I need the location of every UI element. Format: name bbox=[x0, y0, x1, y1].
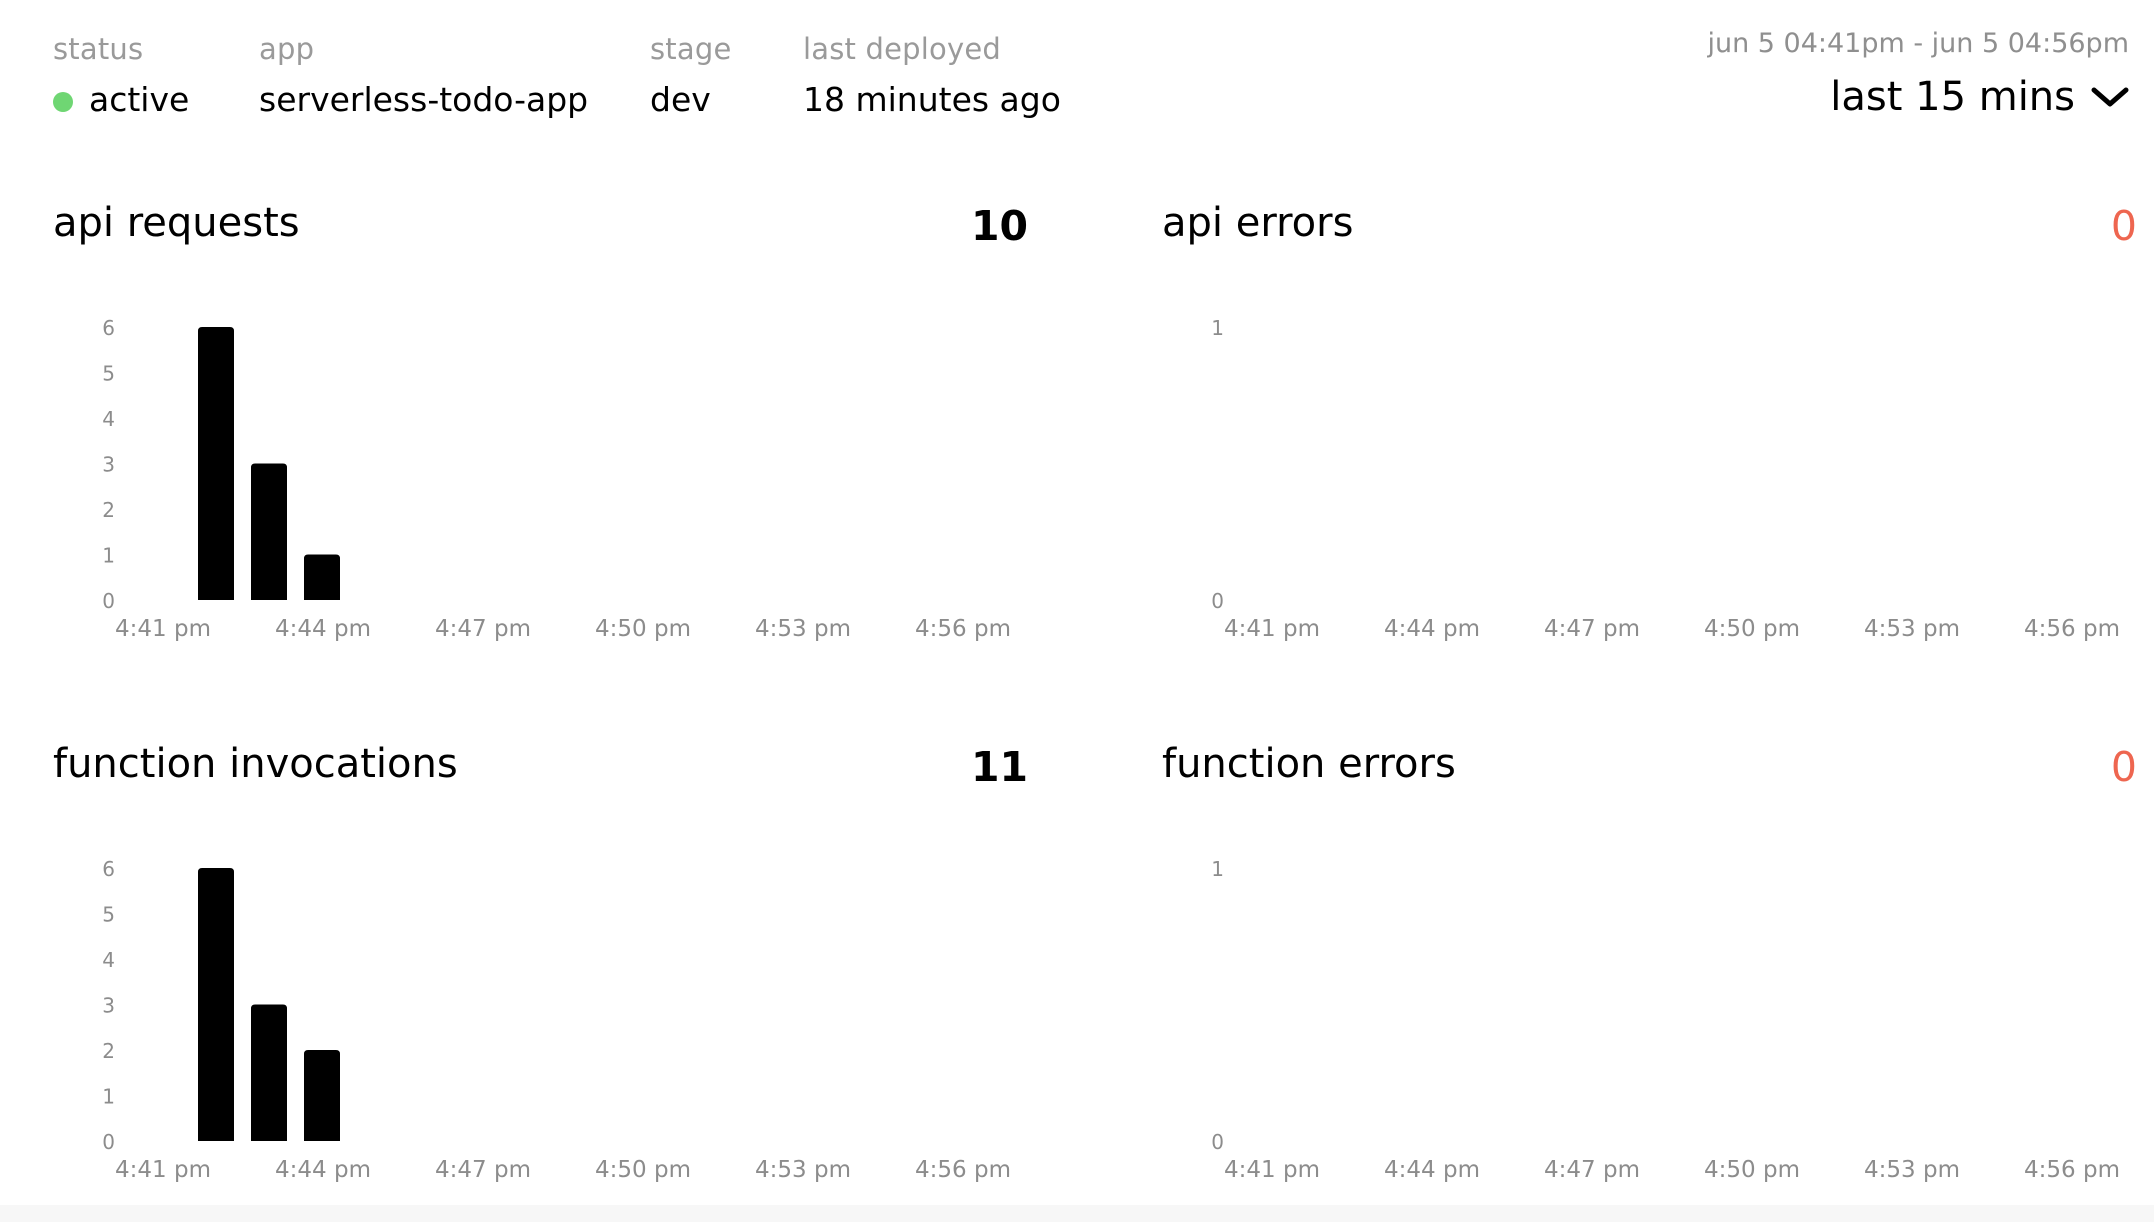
x-tick-label: 4:41 pm bbox=[1224, 616, 1320, 642]
bar[interactable] bbox=[198, 327, 234, 600]
stage-label: stage bbox=[650, 32, 732, 66]
x-tick-label: 4:44 pm bbox=[275, 616, 371, 642]
panel-total: 10 bbox=[970, 202, 1028, 250]
y-tick-label: 1 bbox=[102, 544, 115, 568]
time-range-dropdown[interactable]: last 15 mins bbox=[1830, 74, 2129, 120]
y-tick-label: 1 bbox=[102, 1085, 115, 1109]
app-name: serverless-todo-app bbox=[259, 80, 589, 119]
x-tick-label: 4:56 pm bbox=[2024, 616, 2120, 642]
y-tick-label: 0 bbox=[1211, 1130, 1224, 1154]
x-tick-label: 4:47 pm bbox=[1544, 1157, 1640, 1183]
y-tick-label: 0 bbox=[102, 1130, 115, 1154]
y-tick-label: 5 bbox=[102, 362, 115, 386]
bar[interactable] bbox=[198, 868, 234, 1141]
y-tick-label: 4 bbox=[102, 407, 115, 431]
y-tick-label: 6 bbox=[102, 316, 115, 340]
x-tick-label: 4:56 pm bbox=[915, 616, 1011, 642]
status-label: status bbox=[53, 32, 144, 66]
y-tick-label: 1 bbox=[1211, 316, 1224, 340]
last-deployed-value: 18 minutes ago bbox=[803, 80, 1061, 119]
x-tick-label: 4:56 pm bbox=[915, 1157, 1011, 1183]
x-tick-label: 4:53 pm bbox=[755, 616, 851, 642]
panel-total: 0 bbox=[2110, 743, 2137, 791]
bar[interactable] bbox=[304, 1050, 340, 1141]
bar[interactable] bbox=[304, 554, 340, 601]
y-tick-label: 0 bbox=[102, 589, 115, 613]
function-invocations-panel: function invocations 11 0 1 2 3 4 5 6 4:41 pm 4:… bbox=[53, 741, 1028, 1221]
panel-title: api requests bbox=[53, 200, 300, 246]
x-tick-label: 4:53 pm bbox=[1864, 1157, 1960, 1183]
x-tick-label: 4:41 pm bbox=[115, 1157, 211, 1183]
x-tick-label: 4:44 pm bbox=[275, 1157, 371, 1183]
function-errors-chart: 0 1 4:41 pm 4:44 pm 4:47 pm 4:50 pm 4:53 pm 4:5… bbox=[1211, 857, 2120, 1183]
panel-title: api errors bbox=[1162, 200, 1354, 246]
time-range-label: last 15 mins bbox=[1830, 74, 2075, 120]
panel-title: function invocations bbox=[53, 741, 458, 787]
x-tick-label: 4:41 pm bbox=[115, 616, 211, 642]
y-tick-label: 2 bbox=[102, 1039, 115, 1063]
y-tick-label: 0 bbox=[1211, 589, 1224, 613]
y-tick-label: 2 bbox=[102, 498, 115, 522]
stage-value: dev bbox=[650, 80, 711, 119]
function-invocations-chart: 0 1 2 3 4 5 6 4:41 pm 4:44 pm 4:47 pm 4:50 pm 4:53 … bbox=[102, 857, 1011, 1183]
x-tick-label: 4:44 pm bbox=[1384, 616, 1480, 642]
y-tick-label: 1 bbox=[1211, 857, 1224, 881]
x-tick-label: 4:53 pm bbox=[1864, 616, 1960, 642]
x-tick-label: 4:47 pm bbox=[435, 616, 531, 642]
y-tick-label: 5 bbox=[102, 903, 115, 927]
panel-title: function errors bbox=[1162, 741, 1456, 787]
y-tick-label: 6 bbox=[102, 857, 115, 881]
x-tick-label: 4:41 pm bbox=[1224, 1157, 1320, 1183]
x-tick-label: 4:44 pm bbox=[1384, 1157, 1480, 1183]
x-tick-label: 4:50 pm bbox=[1704, 616, 1800, 642]
last-deployed-label: last deployed bbox=[803, 32, 1001, 66]
time-range-text: jun 5 04:41pm - jun 5 04:56pm bbox=[1707, 28, 2129, 59]
x-tick-label: 4:47 pm bbox=[1544, 616, 1640, 642]
api-requests-chart: 0 1 2 3 4 5 6 4:41 pm 4:44 pm 4:47 pm 4:50 pm 4:53 … bbox=[102, 316, 1011, 642]
bar[interactable] bbox=[251, 1004, 287, 1142]
x-tick-label: 4:53 pm bbox=[755, 1157, 851, 1183]
y-tick-label: 3 bbox=[102, 453, 115, 477]
panel-total: 11 bbox=[970, 743, 1028, 791]
bar[interactable] bbox=[251, 463, 287, 601]
page-footer-strip bbox=[0, 1205, 2154, 1222]
status-value: active bbox=[89, 80, 190, 119]
function-errors-panel: function errors 0 0 1 4:41 pm 4:44 pm 4:47 p… bbox=[1162, 741, 2137, 1221]
x-tick-label: 4:56 pm bbox=[2024, 1157, 2120, 1183]
x-tick-label: 4:50 pm bbox=[1704, 1157, 1800, 1183]
x-tick-label: 4:50 pm bbox=[595, 1157, 691, 1183]
x-tick-label: 4:47 pm bbox=[435, 1157, 531, 1183]
api-errors-chart: 0 1 4:41 pm 4:44 pm 4:47 pm 4:50 pm 4:53 pm 4:5… bbox=[1211, 316, 2120, 642]
status-indicator bbox=[53, 92, 73, 112]
y-tick-label: 3 bbox=[102, 994, 115, 1018]
chevron-down-icon bbox=[2091, 87, 2129, 107]
api-errors-panel: api errors 0 0 1 4:41 pm 4:44 pm 4:47 pm 4:50… bbox=[1162, 200, 2137, 680]
y-tick-label: 4 bbox=[102, 948, 115, 972]
api-requests-panel: api requests 10 0 1 2 3 4 5 6 4:41 pm 4:44 pm 4:4… bbox=[53, 200, 1028, 680]
app-label: app bbox=[259, 32, 315, 66]
panel-total: 0 bbox=[2110, 202, 2137, 250]
x-tick-label: 4:50 pm bbox=[595, 616, 691, 642]
